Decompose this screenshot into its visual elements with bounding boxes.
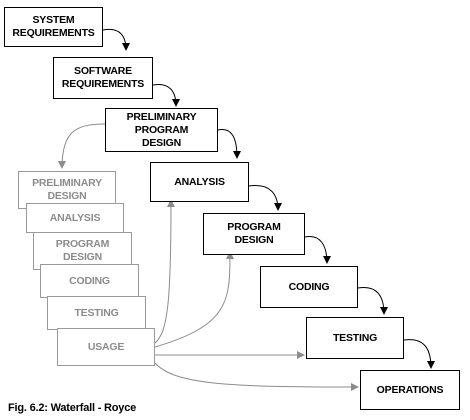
preliminary-design-step: PRELIMINARY DESIGN — [18, 171, 116, 209]
arrow-usage-to-analysis — [154, 199, 175, 344]
preliminary-usage-step: USAGE — [57, 328, 155, 366]
preliminary-program-design-step: PRELIMINARY PROGRAM DESIGN — [105, 108, 218, 152]
arrow-usage-to-operations — [154, 362, 359, 391]
figure-caption: Fig. 6.2: Waterfall - Royce — [8, 402, 137, 414]
arrow-usage-to-program-design — [154, 251, 234, 348]
program-design-step: PROGRAM DESIGN — [203, 213, 305, 255]
arrow-prelim-to-analysis — [217, 129, 241, 159]
arrow-swreq-to-prelim — [152, 83, 180, 107]
testing-step: TESTING — [306, 317, 404, 359]
coding-step: CODING — [260, 266, 358, 308]
arrow-coding-to-testing — [357, 287, 388, 315]
arrow-analysis-to-progdes — [248, 185, 282, 211]
preliminary-analysis-step: ANALYSIS — [26, 203, 124, 233]
preliminary-testing-step: TESTING — [47, 296, 146, 330]
arrow-prelim-to-preliminary-design — [58, 123, 106, 169]
arrow-testing-to-ops — [403, 339, 435, 369]
preliminary-coding-step: CODING — [40, 264, 139, 298]
operations-step: OPERATIONS — [360, 370, 460, 410]
system-requirements-step: SYSTEM REQUIREMENTS — [4, 7, 103, 47]
software-requirements-step: SOFTWARE REQUIREMENTS — [53, 57, 153, 99]
arrow-sysreq-to-swreq — [102, 28, 130, 51]
arrow-progdes-to-coding — [304, 236, 331, 264]
preliminary-program-design-step: PROGRAM DESIGN — [33, 232, 132, 270]
analysis-step: ANALYSIS — [150, 162, 249, 202]
